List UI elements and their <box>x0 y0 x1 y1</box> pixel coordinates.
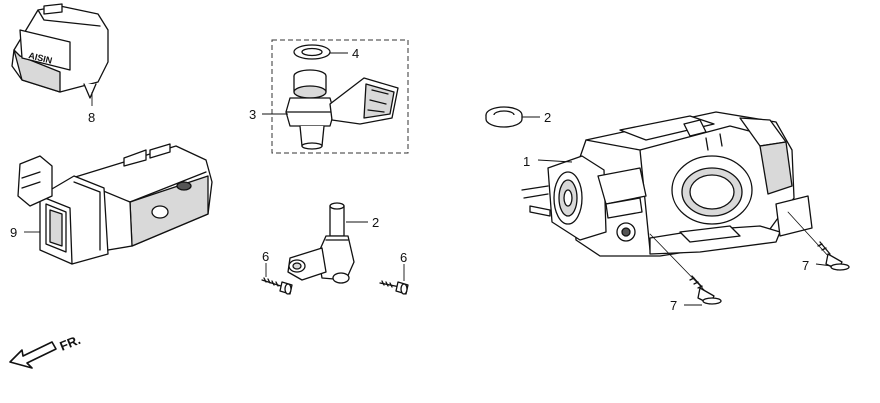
part-washer <box>485 106 523 128</box>
callout-screw-lower: 7 <box>670 298 677 313</box>
part-injector-seal <box>293 44 331 60</box>
front-direction-label: FR. <box>58 332 83 354</box>
callout-throttle-body: 1 <box>523 154 530 169</box>
callout-injector-seal: 4 <box>352 46 359 61</box>
callout-bolt-right: 6 <box>400 250 407 265</box>
callout-screw-right: 7 <box>802 258 809 273</box>
part-sensor <box>287 202 355 284</box>
part-ecu-module <box>17 143 213 265</box>
part-bolt-left <box>261 277 293 295</box>
callout-ecu-module: 9 <box>10 225 17 240</box>
part-bolt-right <box>379 280 409 295</box>
callout-sensor: 2 <box>372 215 379 230</box>
injector-group-box <box>271 39 409 154</box>
part-screw-lower <box>649 233 722 305</box>
callout-bolt-left: 6 <box>262 249 269 264</box>
part-throttle-body <box>521 111 813 257</box>
part-cover: AISIN <box>11 3 109 99</box>
callout-cover: 8 <box>88 110 95 125</box>
part-injector <box>285 69 399 150</box>
callout-injector: 3 <box>249 107 256 122</box>
callout-washer: 2 <box>544 110 551 125</box>
front-direction-arrow-icon <box>9 341 57 369</box>
